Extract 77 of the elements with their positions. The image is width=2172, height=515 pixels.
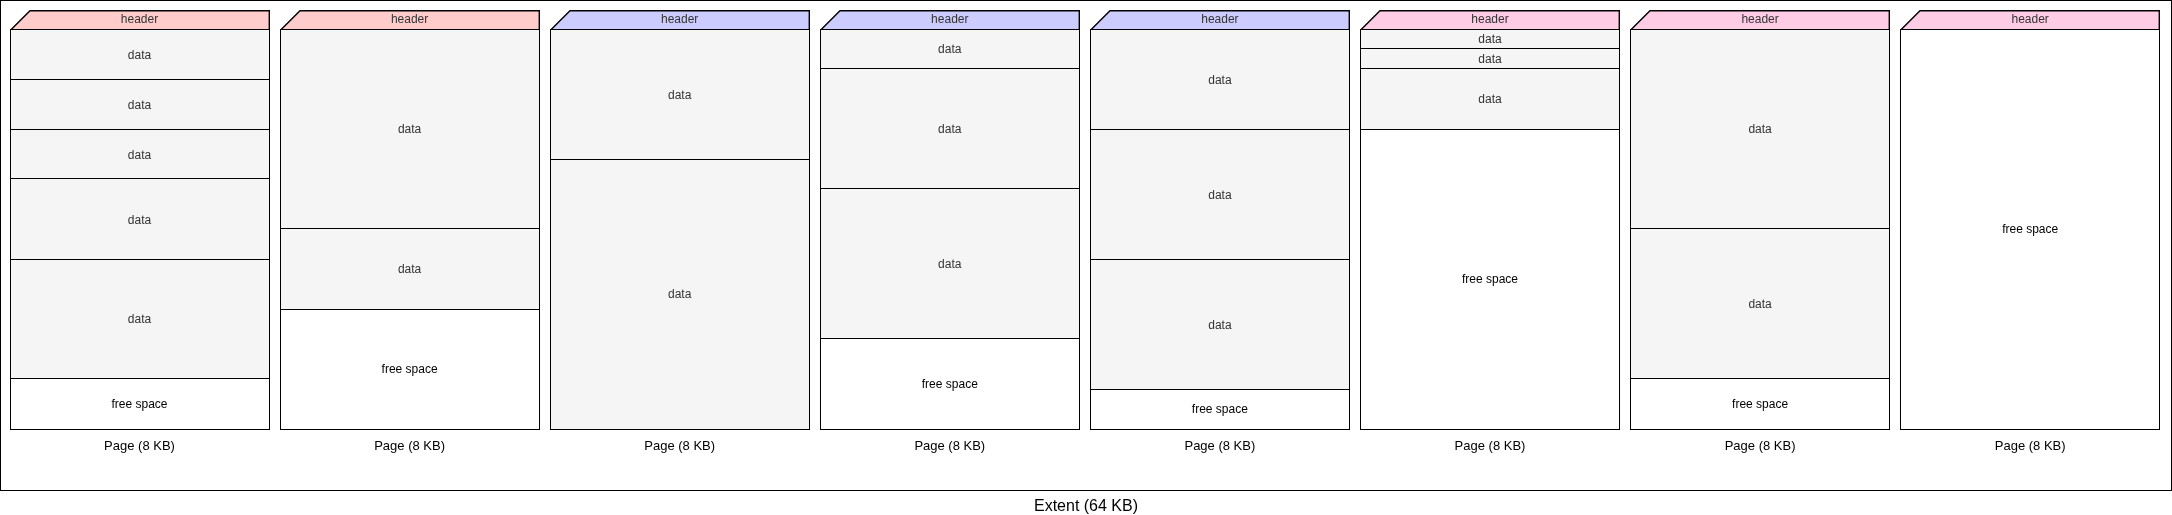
page-header [1360, 9, 1620, 30]
page-header [1089, 9, 1350, 30]
data-label: data [938, 256, 962, 271]
data-block [9, 258, 270, 380]
free-space-block [279, 308, 540, 430]
data-label: data [127, 97, 152, 112]
page-header [1900, 9, 2161, 30]
page-label: Page (8 KB) [643, 437, 717, 453]
data-label: data [938, 121, 962, 136]
data-label: data [127, 212, 152, 227]
page-header [9, 9, 270, 30]
page-header [819, 9, 1080, 30]
header-text: header [119, 11, 160, 26]
free-space-block [1360, 128, 1620, 430]
header-text: header [930, 11, 970, 26]
data-label: data [1208, 187, 1232, 202]
data-label: data [668, 287, 692, 302]
free-space-label: free space [1191, 402, 1248, 417]
extent-label: Extent (64 KB) [1032, 497, 1139, 515]
header-text: header [660, 11, 700, 26]
data-block [9, 78, 270, 131]
data-block [819, 28, 1080, 70]
free-space-label: free space [2002, 222, 2059, 237]
header-text: header [389, 11, 430, 26]
data-label: data [397, 122, 422, 137]
data-block [9, 178, 270, 261]
data-block [819, 188, 1080, 340]
header-text: header [1740, 11, 1780, 26]
data-label: data [1208, 317, 1232, 332]
free-space-label: free space [1461, 272, 1518, 287]
data-block [1089, 28, 1350, 131]
free-space-label: free space [1732, 396, 1789, 411]
page-label: Page (8 KB) [373, 437, 446, 453]
data-label: data [668, 87, 692, 102]
data-block [1089, 128, 1350, 261]
data-block [9, 28, 270, 81]
free-space-block [1089, 389, 1350, 430]
page-label: Page (8 KB) [1723, 437, 1797, 453]
data-label: data [1478, 32, 1502, 47]
data-block [1089, 258, 1350, 391]
data-block [1360, 48, 1620, 70]
data-block [1360, 67, 1620, 131]
data-label: data [1478, 51, 1502, 66]
free-space-block [1630, 377, 1891, 430]
data-block [1630, 28, 1891, 231]
data-label: data [127, 47, 152, 62]
page-label: Page (8 KB) [103, 437, 176, 453]
free-space-block [819, 337, 1080, 430]
page-header [279, 9, 540, 30]
page-header [549, 9, 810, 30]
data-block [1630, 228, 1891, 380]
page-label: Page (8 KB) [1183, 437, 1257, 453]
data-label: data [1478, 92, 1502, 107]
data-label: data [397, 262, 422, 277]
free-space-label: free space [921, 376, 978, 391]
page-label: Page (8 KB) [1453, 437, 1527, 453]
data-block [9, 128, 270, 181]
page-label: Page (8 KB) [1993, 437, 2067, 453]
data-block [279, 28, 540, 231]
data-label: data [1208, 72, 1232, 87]
data-block [279, 228, 540, 311]
data-label: data [127, 147, 152, 162]
data-label: data [127, 312, 152, 327]
header-text: header [1470, 11, 1510, 26]
data-block [549, 159, 810, 430]
page-label: Page (8 KB) [913, 437, 987, 453]
free-space-block [9, 377, 270, 430]
page-header [1630, 9, 1891, 30]
data-label: data [1748, 297, 1772, 312]
free-space-label: free space [381, 362, 438, 377]
data-block [549, 28, 810, 162]
header-text: header [2010, 11, 2050, 26]
data-block [819, 67, 1080, 191]
data-label: data [938, 42, 962, 57]
header-text: header [1200, 11, 1240, 26]
free-space-label: free space [111, 396, 168, 411]
data-label: data [1748, 122, 1772, 137]
